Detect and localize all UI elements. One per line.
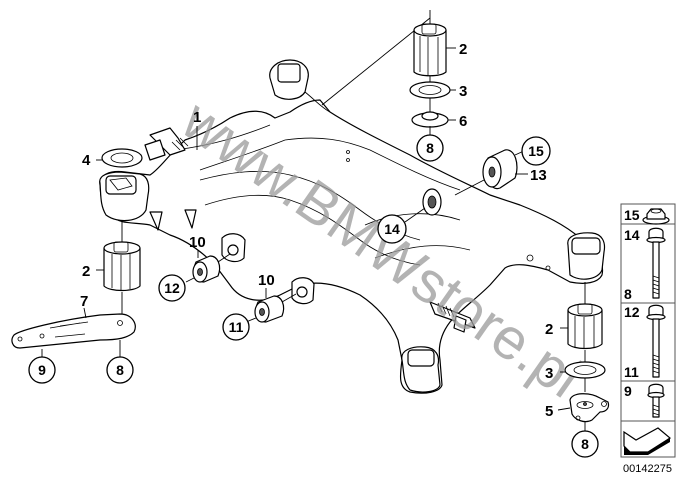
callout-5[interactable]: 5	[545, 403, 553, 420]
svg-text:11: 11	[229, 319, 244, 335]
svg-text:8: 8	[116, 362, 124, 378]
bracket-7[interactable]	[11, 307, 136, 358]
svg-text:9: 9	[38, 362, 46, 378]
stabilizer-link	[429, 301, 476, 333]
callout-11[interactable]: 11	[222, 313, 250, 341]
svg-text:11: 11	[624, 364, 639, 380]
svg-text:8: 8	[581, 436, 589, 452]
bushing-13[interactable]	[454, 149, 528, 196]
callout-3-top[interactable]: 3	[459, 83, 467, 100]
svg-text:12: 12	[624, 304, 640, 320]
long-bolt-icon	[646, 227, 666, 299]
callout-13[interactable]: 13	[530, 167, 547, 184]
callout-8-top[interactable]: 8	[416, 134, 444, 162]
svg-text:12: 12	[164, 280, 180, 296]
svg-text:9: 9	[624, 383, 632, 399]
callout-3-right[interactable]: 3	[545, 365, 553, 382]
washer-4[interactable]	[96, 148, 143, 168]
short-bolt-icon	[647, 383, 665, 418]
legend-row-12-11[interactable]: 12 11	[624, 304, 666, 380]
long-bolt-icon	[646, 304, 666, 378]
axle-carrier[interactable]	[99, 59, 606, 394]
callout-12[interactable]: 12	[158, 274, 186, 302]
callout-8-left[interactable]: 8	[106, 356, 134, 384]
fastener-legend: 15 14 8 12 11	[620, 203, 676, 458]
svg-text:15: 15	[528, 143, 544, 159]
legend-row-9[interactable]: 9	[624, 383, 665, 418]
legend-row-15[interactable]: 15	[624, 207, 670, 225]
hex-nut-icon	[642, 208, 670, 225]
callout-1[interactable]: 1	[193, 109, 201, 126]
callout-7[interactable]: 7	[80, 293, 88, 310]
callout-15[interactable]: 15	[521, 136, 551, 166]
callout-9[interactable]: 9	[28, 356, 56, 384]
image-id: 00142275	[623, 463, 672, 475]
callout-6[interactable]: 6	[459, 113, 467, 130]
legend-row-14-8[interactable]: 14 8	[624, 227, 666, 302]
callout-8-right[interactable]: 8	[571, 430, 599, 458]
callout-2-right[interactable]: 2	[545, 321, 553, 338]
svg-text:14: 14	[384, 221, 400, 237]
callout-2-left[interactable]: 2	[82, 263, 90, 280]
direction-arrow-icon[interactable]	[623, 427, 672, 455]
svg-text:8: 8	[426, 140, 434, 156]
callout-2-top[interactable]: 2	[459, 41, 467, 58]
top-mount-stack[interactable]	[321, 10, 456, 135]
right-mount-stack[interactable]	[557, 282, 610, 432]
svg-text:14: 14	[624, 227, 640, 243]
bushing-2-left[interactable]	[96, 222, 141, 320]
svg-text:15: 15	[624, 207, 640, 223]
callout-10-lower[interactable]: 10	[258, 272, 275, 289]
svg-text:8: 8	[624, 286, 632, 302]
bushing-10-lower[interactable]	[245, 288, 297, 323]
callout-14-leader	[404, 207, 426, 223]
bushing-10-upper[interactable]	[185, 250, 231, 283]
callout-4[interactable]: 4	[82, 152, 91, 169]
callout-14[interactable]: 14	[377, 214, 407, 244]
callout-10-upper[interactable]: 10	[189, 234, 206, 251]
